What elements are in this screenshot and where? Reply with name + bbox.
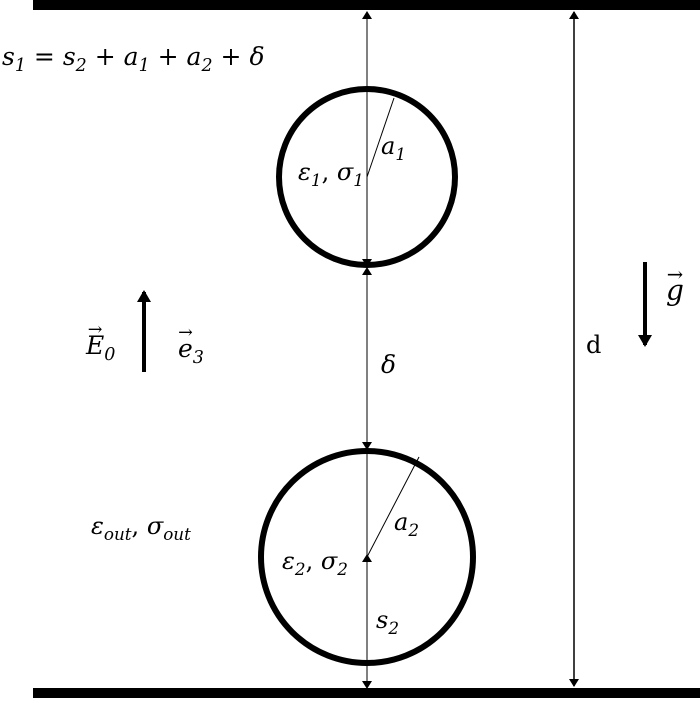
s2-label: s2 <box>376 608 399 637</box>
field-e0-label: E0 <box>86 322 116 366</box>
outside-sig: σ <box>146 512 164 540</box>
sphere2-eps-sub: 2 <box>294 558 306 579</box>
sphere1-properties-label: ε1, σ1 <box>298 160 364 189</box>
distance-d-label: d <box>586 331 602 359</box>
sphere2-sig-sub: 2 <box>337 558 348 579</box>
sphere1-eps: ε <box>298 158 311 186</box>
eq-s2: s <box>62 42 76 71</box>
outer-medium-label: εout, σout <box>91 514 191 543</box>
top-electrode <box>33 0 700 10</box>
sphere1-sig: σ <box>336 158 354 186</box>
gap-delta-label: δ <box>381 350 397 379</box>
direction-e-symbol: e <box>178 325 193 361</box>
gravity-g-symbol: g <box>666 265 684 305</box>
eq-delta: δ <box>249 42 265 71</box>
eq-a2: a <box>186 42 202 71</box>
eq-plus-1: + <box>86 42 124 71</box>
eq-a1: a <box>123 42 139 71</box>
a1-symbol: a <box>381 132 396 160</box>
sphere2-properties-label: ε2, σ2 <box>282 549 348 578</box>
radius-a1-label: a1 <box>381 134 406 163</box>
eq-s1: s <box>2 42 15 71</box>
a1-sub: 1 <box>395 143 406 164</box>
eq-s1-sub: 1 <box>14 56 26 77</box>
radius-a2-line <box>366 456 420 558</box>
a2-sub: 2 <box>408 519 419 540</box>
radius-a1-line <box>366 97 395 178</box>
s2-sub: 2 <box>388 617 400 638</box>
eq-a2-sub: 2 <box>201 56 213 77</box>
sphere2-comma: , <box>305 547 321 575</box>
outside-eps-sub: out <box>103 523 132 544</box>
sphere1-sig-sub: 1 <box>353 169 364 190</box>
a2-symbol: a <box>394 508 409 536</box>
direction-e-sub: 3 <box>192 348 204 369</box>
eq-plus-3: + <box>212 42 250 71</box>
field-e-symbol: E <box>86 322 105 358</box>
bottom-electrode <box>33 688 700 698</box>
eq-s2-sub: 2 <box>75 56 87 77</box>
outside-sig-sub: out <box>163 523 191 544</box>
direction-e3-label: e3 <box>178 325 204 369</box>
outside-comma: , <box>131 512 147 540</box>
sphere2-sig: σ <box>320 547 338 575</box>
sphere2-eps: ε <box>282 547 295 575</box>
field-e-sub: 0 <box>104 345 116 366</box>
eq-equals: = <box>25 42 63 71</box>
s2-symbol: s <box>376 606 389 634</box>
sphere1-comma: , <box>321 158 337 186</box>
equation-label: s1 = s2 + a1 + a2 + δ <box>2 44 265 76</box>
radius-a2-label: a2 <box>394 510 419 539</box>
eq-a1-sub: 1 <box>138 56 150 77</box>
outside-eps: ε <box>91 512 104 540</box>
eq-plus-2: + <box>149 42 187 71</box>
gravity-g-label: g <box>666 265 684 305</box>
sphere1-eps-sub: 1 <box>310 169 322 190</box>
